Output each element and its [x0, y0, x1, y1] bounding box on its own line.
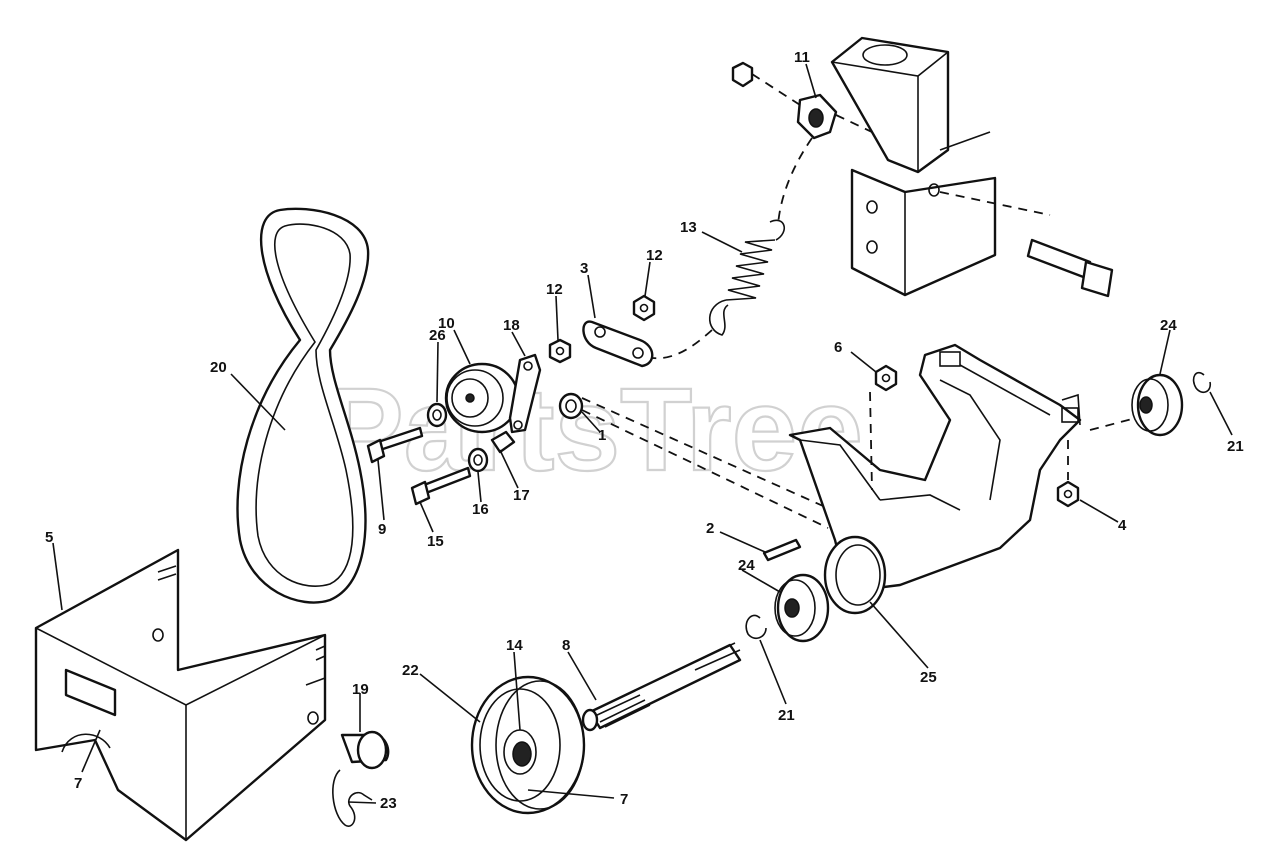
callout-11: 11 — [794, 49, 810, 66]
bolt-path — [939, 191, 1051, 216]
callout-2: 2 — [706, 520, 714, 537]
part-13-spring — [708, 219, 786, 336]
part-22-pulley — [470, 675, 586, 815]
part-5-shield — [34, 548, 327, 842]
callout-8: 8 — [562, 637, 570, 654]
callout-14: 14 — [506, 637, 523, 654]
leader-lines — [52, 63, 1233, 804]
part-18-idler-arm — [508, 353, 542, 434]
part-19-cap — [340, 730, 390, 770]
part-25-housing — [788, 343, 1082, 615]
part-23-hairpin-clip — [332, 769, 373, 827]
callout-21-a: 21 — [1227, 438, 1244, 455]
watermark: PartsTree — [325, 364, 863, 496]
callout-5: 5 — [45, 529, 53, 546]
callout-15: 15 — [427, 533, 444, 550]
part-8-shaft — [581, 642, 742, 732]
part-11-fitting — [731, 61, 873, 140]
pivot-dash-1 — [581, 397, 833, 511]
part-17-spacer — [490, 430, 516, 454]
part-6-nut — [874, 364, 898, 392]
callout-24-a: 24 — [1160, 317, 1177, 334]
nut-6-dash — [869, 391, 873, 491]
frame-bracket — [830, 36, 997, 297]
part-2-pin — [762, 538, 802, 562]
callout-10: 10 — [438, 315, 455, 332]
part-24-bearing-upper — [1131, 373, 1184, 437]
bearing-dash-upper — [1089, 417, 1137, 431]
part-26-washer — [426, 402, 448, 428]
callout-7-b: 7 — [620, 791, 628, 808]
callout-1: 1 — [598, 427, 606, 444]
part-16-washer — [467, 447, 489, 473]
callout-18: 18 — [503, 317, 520, 334]
callout-9: 9 — [378, 521, 386, 538]
part-4-nut — [1056, 480, 1080, 508]
callout-26: 26 — [429, 327, 446, 344]
bracket-bolt — [1026, 238, 1114, 298]
callout-12-a: 12 — [546, 281, 563, 298]
part-10-idler-pulley — [444, 362, 520, 434]
part-9-bolt — [366, 426, 424, 464]
callout-12-b: 12 — [646, 247, 663, 264]
callout-25: 25 — [920, 669, 937, 686]
callout-21-b: 21 — [778, 707, 795, 724]
spring-link-path — [651, 329, 713, 360]
part-24-bearing-lower — [774, 573, 830, 643]
part-12-nut-a — [548, 338, 572, 364]
spring-hook-path — [777, 137, 813, 226]
part-20-belt — [236, 207, 370, 604]
part-12-nut-b — [632, 294, 656, 322]
callout-4: 4 — [1118, 517, 1127, 534]
callout-6: 6 — [834, 339, 842, 356]
callout-7-a: 7 — [74, 775, 82, 792]
callout-19: 19 — [352, 681, 369, 698]
part-1-washer — [558, 392, 584, 420]
callout-3: 3 — [580, 260, 588, 277]
callout-23: 23 — [380, 795, 397, 812]
callout-22: 22 — [402, 662, 419, 679]
part-21-snap-ring-upper — [1192, 371, 1212, 394]
callout-17: 17 — [513, 487, 530, 504]
callout-labels: 20 26 10 18 12 3 12 13 11 6 24 21 4 1 17… — [45, 49, 1244, 812]
callout-24-b: 24 — [738, 557, 755, 574]
callout-13: 13 — [680, 219, 697, 236]
part-15-bolt — [410, 466, 472, 506]
callout-20: 20 — [210, 359, 227, 376]
part-21-snap-ring-lower — [745, 614, 767, 640]
pivot-dash-2 — [581, 409, 829, 529]
callout-16: 16 — [472, 501, 489, 518]
part-3-link-plate — [582, 320, 654, 368]
